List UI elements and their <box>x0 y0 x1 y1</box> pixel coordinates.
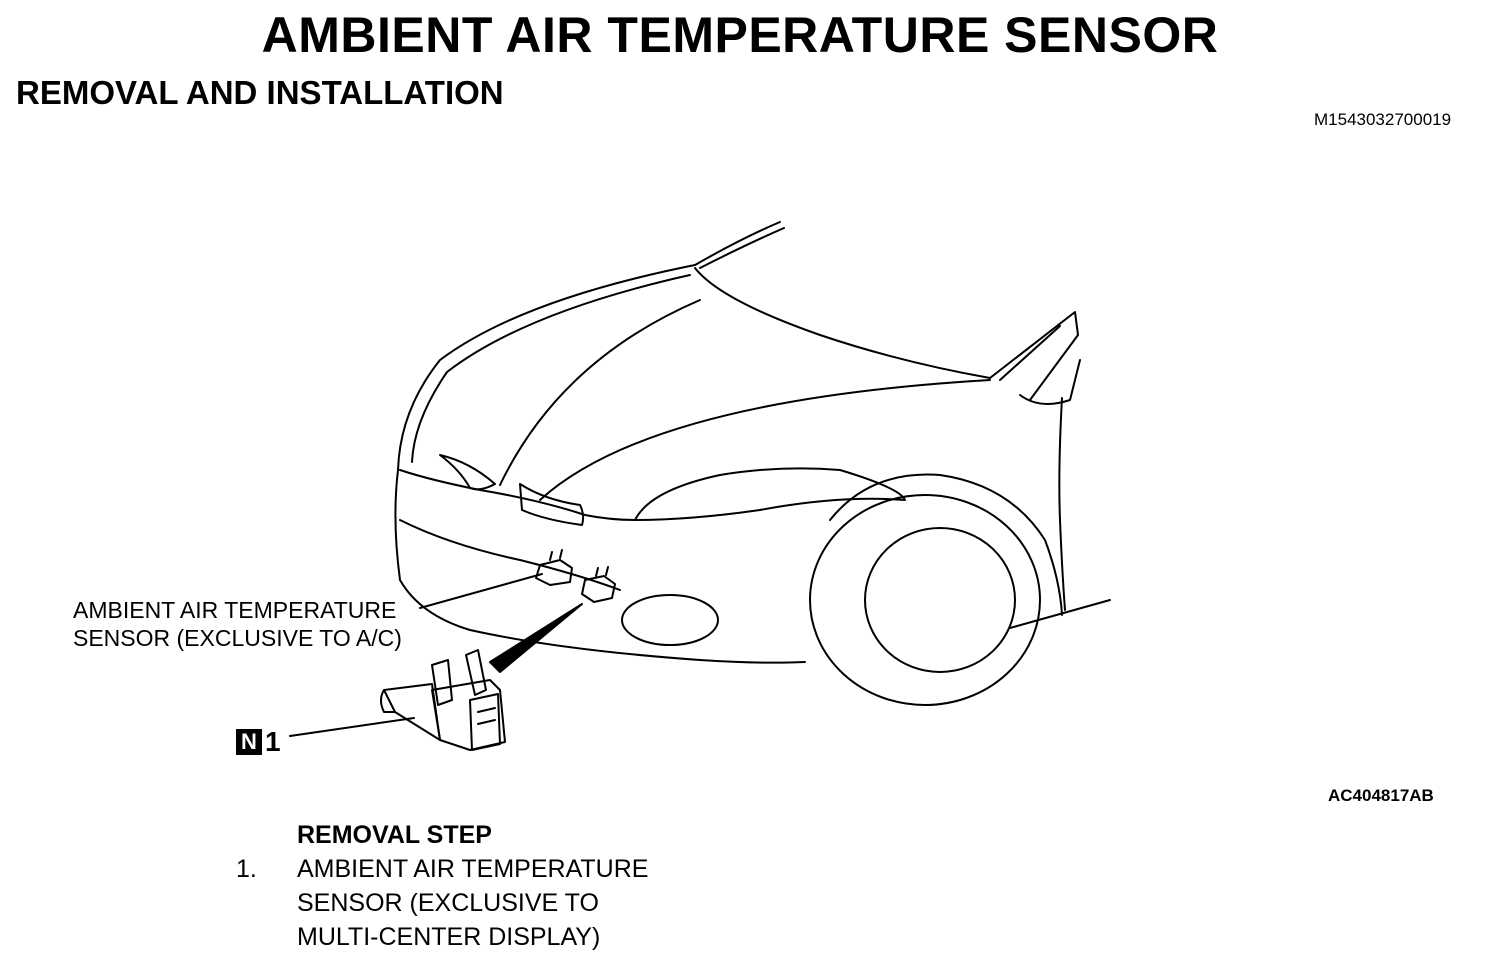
left-headlight <box>439 454 496 491</box>
sensor-callout-label: AMBIENT AIR TEMPERATURE SENSOR (EXCLUSIV… <box>73 596 402 652</box>
callout-leader <box>419 573 543 609</box>
removal-steps: REMOVAL STEP 1. AMBIENT AIR TEMPERATURE … <box>236 818 648 954</box>
hood-edge <box>397 264 696 471</box>
sensor-location-b <box>581 566 616 603</box>
step-text-line: SENSOR (EXCLUSIVE TO <box>297 889 599 917</box>
right-headlight <box>634 467 906 521</box>
fog-light <box>621 594 719 646</box>
hood-ridge <box>694 267 991 379</box>
n-badge-icon: N <box>236 729 262 755</box>
removal-step-1: 1. AMBIENT AIR TEMPERATURE SENSOR (EXCLU… <box>236 852 648 954</box>
hood-edge-inner <box>411 274 691 463</box>
sensor-location-a <box>535 549 573 586</box>
page-title: AMBIENT AIR TEMPERATURE SENSOR <box>261 7 1219 63</box>
step-number: 1. <box>236 855 257 883</box>
bumper-lower <box>394 469 806 664</box>
fender-line <box>1058 397 1066 611</box>
callout-line-1: AMBIENT AIR TEMPERATURE <box>73 597 397 623</box>
hood-line-1 <box>499 299 701 486</box>
zoom-wedge <box>489 603 583 673</box>
sill-line <box>1009 599 1111 629</box>
part-leader <box>289 717 415 737</box>
callout-line-2: SENSOR (EXCLUSIVE TO A/C) <box>73 625 402 651</box>
part-number: 1 <box>265 726 281 757</box>
step-text: AMBIENT AIR TEMPERATURE SENSOR (EXCLUSIV… <box>297 852 648 954</box>
mirror <box>1019 359 1081 405</box>
windshield-edge-inner <box>699 227 785 269</box>
sensor-detail <box>380 649 506 751</box>
step-text-line: AMBIENT AIR TEMPERATURE <box>297 855 649 883</box>
wheel-arch <box>829 473 1063 616</box>
bumper-crease <box>399 519 621 591</box>
windshield-edge <box>694 221 781 266</box>
part-number-label: N 1 <box>236 726 281 758</box>
bumper-top <box>399 469 636 521</box>
step-text-line: MULTI-CENTER DISPLAY) <box>297 923 601 951</box>
document-id: M1543032700019 <box>1314 110 1452 129</box>
figure-id: AC404817AB <box>1328 786 1434 805</box>
tyre-rim <box>864 527 1016 673</box>
removal-heading: REMOVAL STEP <box>297 821 492 849</box>
a-pillar-inner <box>999 325 1061 381</box>
section-subtitle: REMOVAL AND INSTALLATION <box>16 74 504 111</box>
a-pillar <box>989 311 1079 401</box>
tyre-outer <box>809 494 1041 706</box>
hood-line-2 <box>539 379 991 501</box>
